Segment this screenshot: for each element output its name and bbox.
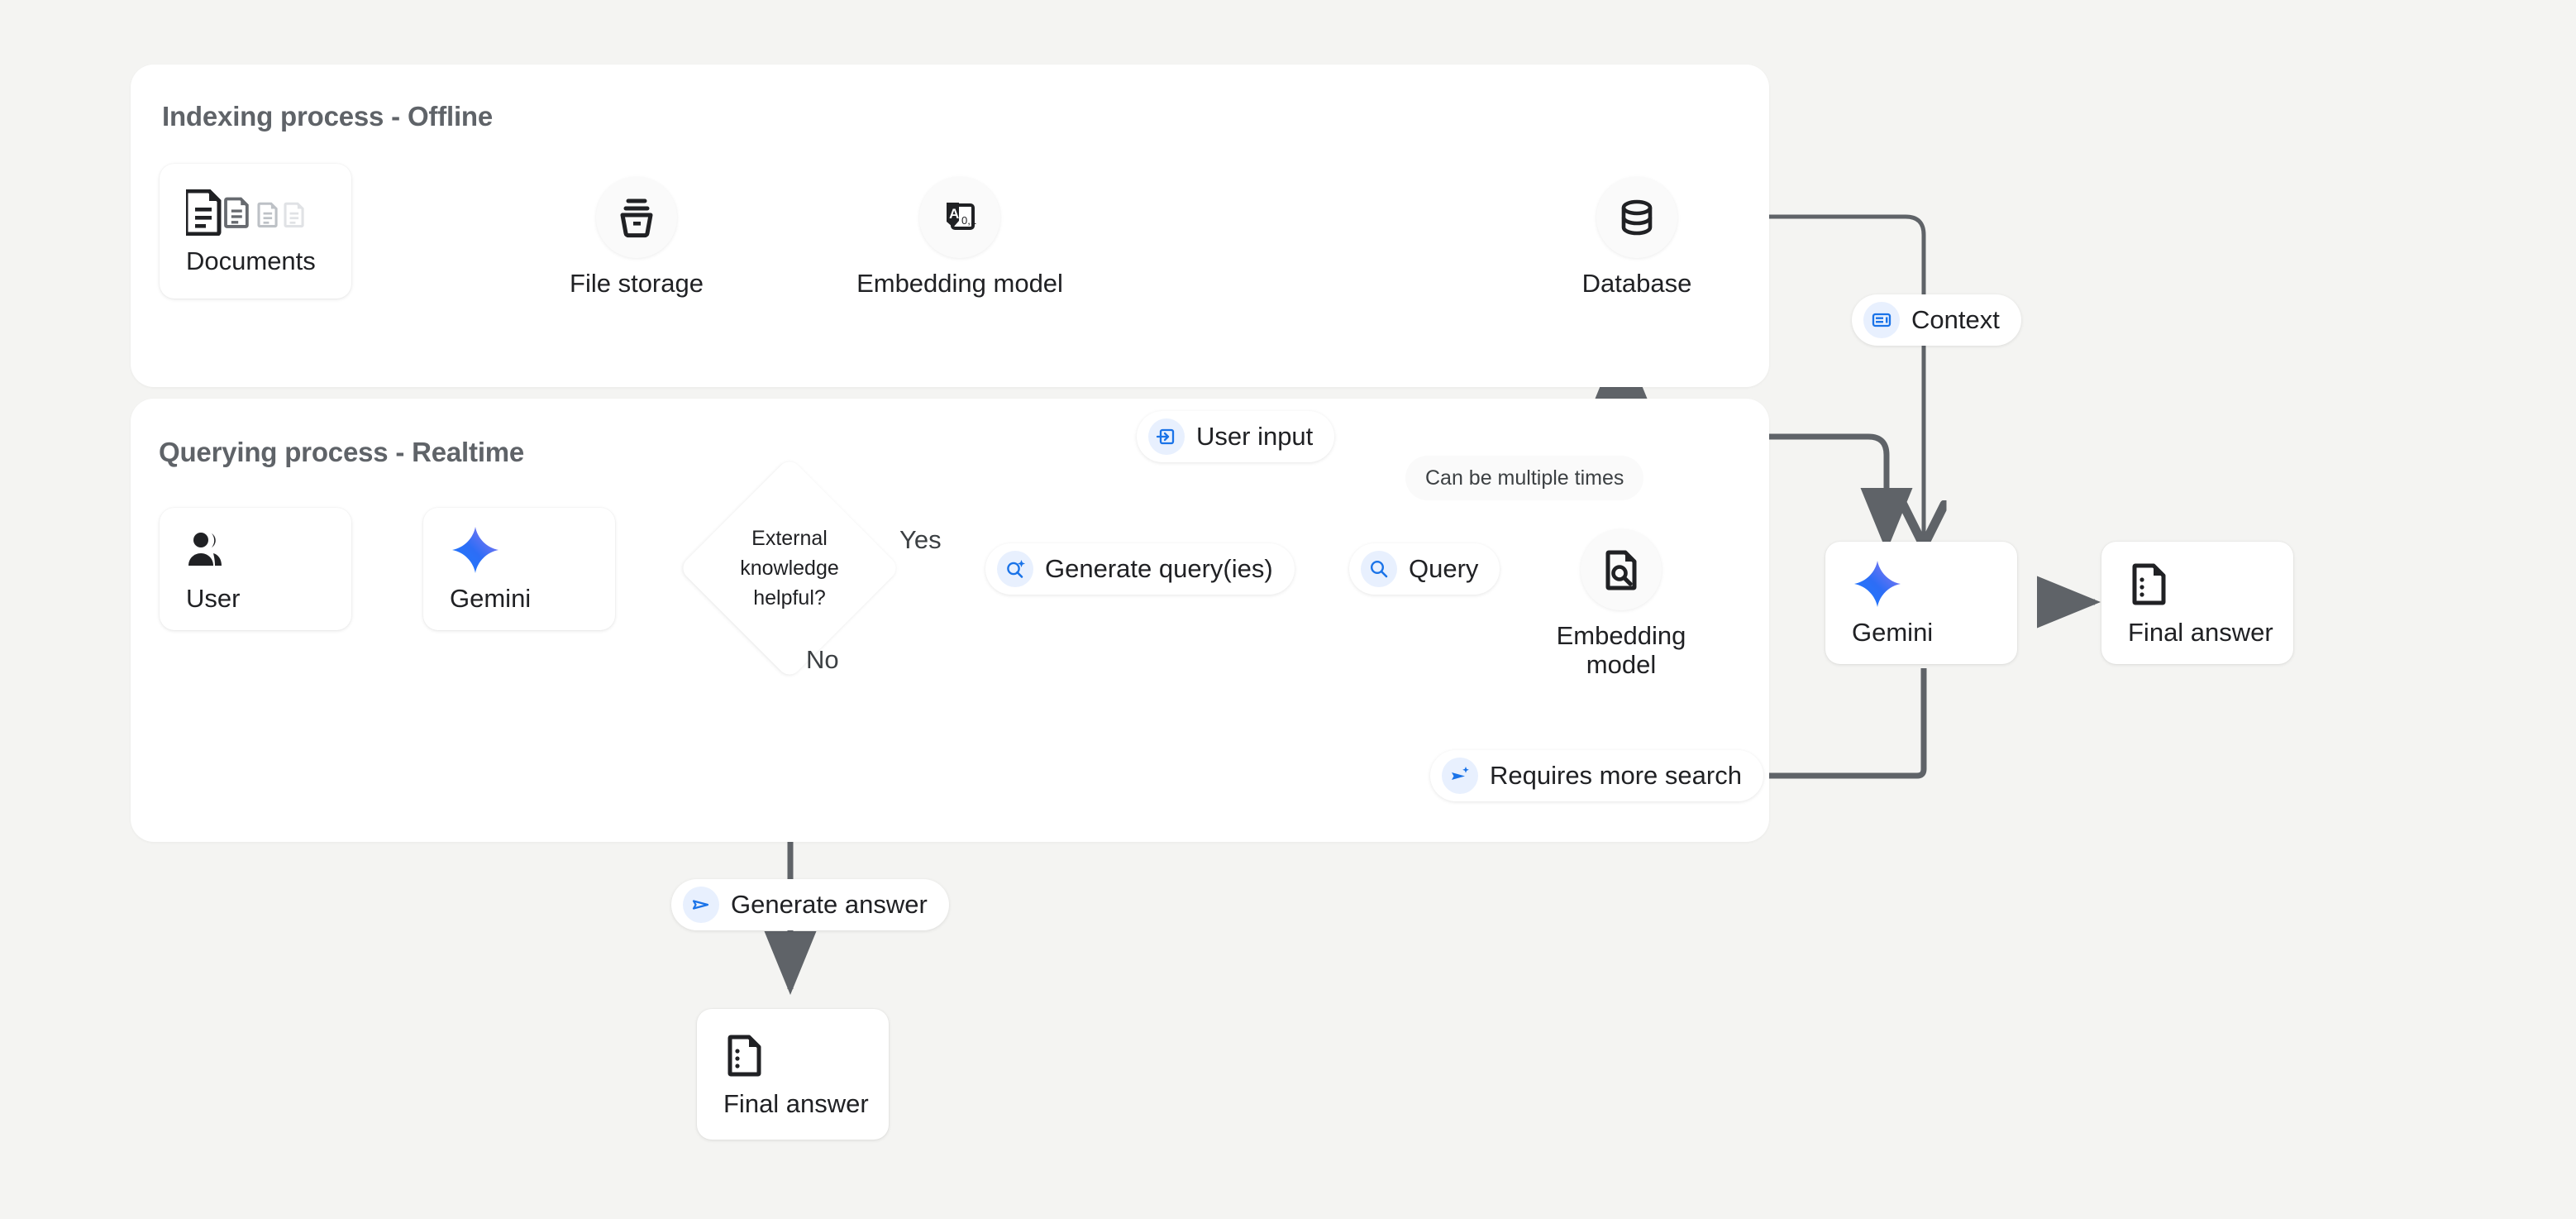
database-icon (1621, 199, 1653, 236)
node-embedding-model-query-label: Embedding model (1556, 621, 1686, 679)
node-final-answer-bottom[interactable]: Final answer (697, 1009, 889, 1140)
embedding-model-icon: 0,1 A (947, 203, 976, 230)
node-documents-label: Documents (186, 246, 316, 275)
chip-context-label: Context (1911, 305, 2000, 334)
decision-text: External knowledge helpful? (740, 523, 839, 614)
final-answer-icon (2128, 558, 2293, 610)
node-user[interactable]: User (160, 508, 351, 630)
chip-query[interactable]: Query (1349, 543, 1500, 595)
chip-query-label: Query (1409, 554, 1479, 583)
chip-generate-answer[interactable]: Generate answer (671, 879, 949, 930)
node-embedding-model-query[interactable]: Embedding model (1556, 529, 1686, 679)
search-icon (1361, 551, 1397, 587)
file-storage-icon-wrap (596, 177, 677, 258)
node-database[interactable]: Database (1575, 177, 1699, 299)
input-arrow-icon (1148, 418, 1185, 455)
gemini-sparkle-icon (450, 524, 615, 576)
node-file-storage-label: File storage (570, 269, 704, 298)
chip-user-input[interactable]: User input (1137, 411, 1335, 462)
node-final-answer-right-label: Final answer (2128, 618, 2273, 647)
edge-label-yes: Yes (899, 525, 942, 554)
decision-line-1: External (751, 526, 828, 550)
node-final-answer-right[interactable]: Final answer (2101, 542, 2293, 664)
node-gemini-right-label: Gemini (1852, 618, 1934, 647)
chip-requires-more-search[interactable]: Requires more search (1430, 750, 1763, 801)
database-icon-wrap (1596, 177, 1677, 258)
embedding-model-icon-wrap: 0,1 A (919, 177, 1000, 258)
node-database-label: Database (1581, 269, 1692, 298)
final-answer-icon-bottom (723, 1030, 889, 1081)
decision-line-2: knowledge (740, 556, 839, 580)
node-user-label: User (186, 584, 241, 613)
node-embedding-model-indexing-label: Embedding model (856, 269, 1063, 298)
document-search-icon-wrap (1581, 529, 1662, 610)
document-search-icon (1605, 550, 1637, 590)
chip-requires-more-search-label: Requires more search (1490, 761, 1742, 790)
decision-line-3: helpful? (753, 586, 826, 610)
node-gemini-left[interactable]: Gemini (423, 508, 615, 630)
send-spark-icon (1442, 758, 1478, 794)
node-embedding-model-indexing[interactable]: 0,1 A Embedding model (856, 177, 1063, 299)
node-final-answer-bottom-label: Final answer (723, 1089, 869, 1118)
file-storage-icon (620, 198, 653, 238)
chip-context[interactable]: Context (1852, 294, 2021, 346)
chip-generate-queries-label: Generate query(ies) (1045, 554, 1273, 583)
chip-generate-answer-label: Generate answer (731, 890, 928, 919)
svg-text:A: A (949, 206, 959, 222)
edge-label-no: No (806, 645, 839, 674)
node-gemini-left-label: Gemini (450, 584, 532, 613)
node-decision-external-knowledge[interactable]: External knowledge helpful? (678, 457, 901, 680)
svg-text:0,1: 0,1 (961, 214, 976, 227)
embedding-label-line1: Embedding (1556, 621, 1686, 650)
embedding-label-line2: model (1586, 649, 1657, 679)
node-documents[interactable]: Documents (160, 164, 351, 299)
context-panel-icon (1863, 302, 1900, 338)
node-file-storage[interactable]: File storage (570, 177, 704, 299)
chip-generate-queries[interactable]: Generate query(ies) (985, 543, 1295, 595)
chip-can-be-multiple-times-label: Can be multiple times (1425, 466, 1624, 490)
documents-icon (186, 187, 351, 238)
user-icon (186, 524, 351, 576)
node-gemini-right[interactable]: Gemini (1825, 542, 2017, 664)
gemini-sparkle-icon-right (1852, 558, 2017, 610)
send-icon (683, 887, 719, 923)
chip-can-be-multiple-times: Can be multiple times (1405, 456, 1644, 500)
panel-indexing-title: Indexing process - Offline (162, 101, 494, 131)
panel-querying-title: Querying process - Realtime (159, 437, 525, 467)
chip-user-input-label: User input (1196, 422, 1314, 451)
search-spark-icon (997, 551, 1033, 587)
